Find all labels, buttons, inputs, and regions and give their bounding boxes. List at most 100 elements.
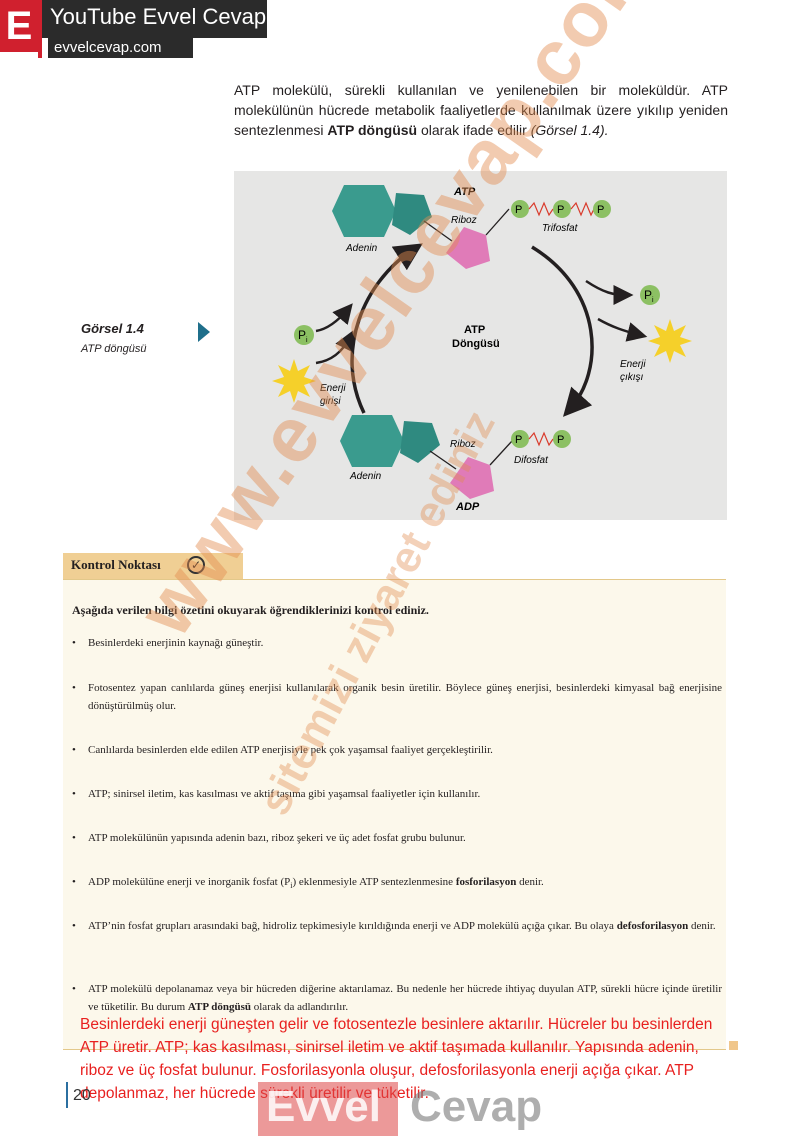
- atp-cycle-figure: ATP Riboz Adenin P P P Trifosfat P i Ene…: [234, 171, 727, 520]
- adenin-hexagon-top: [332, 185, 396, 237]
- logo-title: YouTube Evvel Cevap: [50, 4, 267, 29]
- phosphate-icon-4: [511, 430, 529, 448]
- phosphate-label-1: P: [515, 204, 522, 216]
- energy-in-sun-icon: [272, 359, 316, 403]
- energy-in-arrow: [315, 330, 354, 365]
- phosphate-bond-3: [528, 431, 554, 447]
- summary-item-1: Besinlerdeki enerjinin kaynağı güneştir.: [72, 634, 722, 652]
- cycle-arrow-left: [350, 243, 423, 414]
- intro-reference: (Görsel 1.4).: [530, 122, 609, 138]
- caption-arrow-icon: [198, 322, 210, 342]
- summary-text-3: Canlılarda besinlerden elde edilen ATP e…: [88, 744, 493, 756]
- enerji-cikis-label-2: çıkışı: [620, 372, 644, 383]
- cycle-center-label-2: Döngüsü: [452, 338, 500, 350]
- summary-text-6b: ) eklenmesiyle ATP sentezlenmesine: [292, 876, 456, 888]
- riboz-pentagon-top: [446, 227, 490, 269]
- difosfat-label: Difosfat: [514, 455, 549, 466]
- intro-bold: ATP döngüsü: [327, 122, 418, 138]
- corner-marker: [729, 1041, 738, 1050]
- adenin-hexagon-bottom: [340, 415, 404, 467]
- summary-text-4: ATP; sinirsel iletim, kas kasılması ve a…: [88, 788, 481, 800]
- intro-text-2: olarak ifade edilir: [417, 122, 531, 138]
- page-number-bar: [66, 1082, 68, 1108]
- phosphate-label-3: P: [597, 204, 604, 216]
- watermark-logo-box: [258, 1082, 398, 1136]
- kontrol-tab-label: Kontrol Noktası: [71, 557, 161, 572]
- pi-in-label: P: [298, 328, 306, 342]
- pi-out-arrow: [585, 279, 634, 305]
- phosphate-icon-3: [593, 200, 611, 218]
- phosphate-bond-2: [570, 201, 595, 217]
- logo-banner: [42, 0, 267, 38]
- section-divider: [63, 1049, 726, 1050]
- summary-text-1: Besinlerdeki enerjinin kaynağı güneştir.: [88, 637, 264, 649]
- pi-in-icon: [294, 325, 314, 345]
- summary-text-6a: ADP molekülüne enerji ve inorganik fosfa…: [88, 876, 291, 888]
- summary-text-7a: ATP’nin fosfat grupları arasındaki bağ, …: [88, 920, 617, 932]
- adenin-label-top: Adenin: [345, 243, 378, 254]
- summary-text-8a: ATP molekülü depolanamaz veya bir hücred…: [88, 983, 722, 1013]
- summary-item-7: ATP’nin fosfat grupları arasındaki bağ, …: [72, 917, 722, 935]
- summary-item-8: ATP molekülü depolanamaz veya bir hücred…: [72, 980, 722, 1016]
- energy-out-sun-icon: [648, 319, 692, 363]
- summary-item-6: ADP molekülüne enerji ve inorganik fosfa…: [72, 873, 722, 895]
- summary-text-7c: denir.: [688, 920, 716, 932]
- summary-bold-7: defosforilasyon: [616, 920, 689, 932]
- page-number: 20: [73, 1087, 91, 1104]
- adenin-riboz-bond-bottom: [429, 450, 457, 470]
- pi-out-sub: i: [652, 297, 654, 304]
- kontrol-tab: Kontrol Noktası ✓: [63, 553, 243, 579]
- pi-out-icon: [640, 285, 660, 305]
- summary-bold-6: fosforilasyon: [455, 876, 517, 888]
- watermark-logo-text-2: Cevap: [410, 1082, 543, 1131]
- summary-item-4: ATP; sinirsel iletim, kas kasılması ve a…: [72, 785, 722, 803]
- figure-caption-subtitle: ATP döngüsü: [81, 343, 147, 355]
- summary-text-6-sub: i: [290, 881, 293, 891]
- watermark-logo-text-1: Evvel: [266, 1082, 381, 1131]
- riboz-pentagon-bottom: [450, 457, 494, 499]
- kontrol-heading: Aşağıda verilen bilgi özetini okuyarak ö…: [72, 603, 429, 617]
- figure-caption-title: Görsel 1.4: [81, 321, 144, 336]
- summary-item-3: Canlılarda besinlerden elde edilen ATP e…: [72, 741, 722, 759]
- phosphate-bond-1: [528, 201, 554, 217]
- logo-accent: [38, 0, 42, 58]
- phosphate-icon-2: [553, 200, 571, 218]
- adenin-pentagon-bottom: [400, 421, 440, 463]
- summary-text-8c: olarak da adlandırılır.: [251, 1001, 349, 1013]
- riboz-phosphate-bond-top: [485, 208, 510, 236]
- riboz-label-top: Riboz: [451, 215, 477, 226]
- phosphate-label-5: P: [557, 434, 564, 446]
- cycle-arrow-right: [531, 245, 594, 417]
- summary-text-2: Fotosentez yapan canlılarda güneş enerji…: [88, 682, 722, 712]
- summary-bold-8: ATP döngüsü: [187, 1001, 251, 1013]
- summary-item-5: ATP molekülünün yapısında adenin bazı, r…: [72, 829, 722, 847]
- atp-label: ATP: [453, 186, 476, 198]
- energy-out-arrow: [597, 317, 648, 342]
- phosphate-icon-1: [511, 200, 529, 218]
- phosphate-label-2: P: [557, 204, 564, 216]
- atp-cycle-diagram: ATP Riboz Adenin P P P Trifosfat P i Ene…: [272, 185, 692, 513]
- intro-paragraph: ATP molekülü, sürekli kullanılan ve yeni…: [234, 80, 728, 140]
- logo-site: evvelcevap.com: [48, 38, 193, 58]
- logo-letter: E: [0, 0, 38, 52]
- adp-label: ADP: [455, 501, 480, 513]
- riboz-phosphate-bond-bottom: [489, 440, 513, 466]
- adenin-label-bottom: Adenin: [349, 471, 382, 482]
- intro-text: ATP molekülü, sürekli kullanılan ve yeni…: [234, 82, 728, 138]
- phosphate-label-4: P: [515, 434, 522, 446]
- pi-out-label: P: [644, 288, 652, 302]
- cycle-center-label-1: ATP: [464, 324, 485, 336]
- check-icon: ✓: [187, 556, 205, 574]
- summary-item-2: Fotosentez yapan canlılarda güneş enerji…: [72, 679, 722, 715]
- enerji-cikis-label-1: Enerji: [620, 359, 646, 370]
- pi-in-sub: i: [306, 337, 308, 344]
- phosphate-icon-5: [553, 430, 571, 448]
- trifosfat-label: Trifosfat: [542, 223, 579, 234]
- adenin-pentagon-top: [392, 193, 432, 235]
- enerji-giris-label-1: Enerji: [320, 383, 346, 394]
- enerji-giris-label-2: girişi: [320, 396, 341, 407]
- kontrol-box: [63, 579, 726, 1050]
- summary-text-5: ATP molekülünün yapısında adenin bazı, r…: [88, 832, 466, 844]
- pi-in-arrow: [315, 303, 353, 333]
- adenin-riboz-bond-top: [423, 220, 453, 242]
